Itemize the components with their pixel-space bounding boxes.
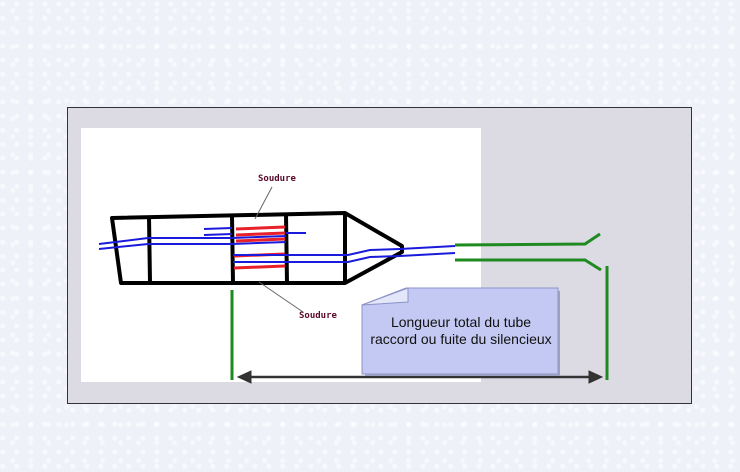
weld-label-top: Soudure bbox=[258, 174, 296, 184]
muffler-outline bbox=[110, 211, 404, 285]
pipes bbox=[98, 227, 456, 263]
measurement-lines bbox=[230, 232, 609, 380]
tube-upper bbox=[454, 232, 601, 247]
weld-label-bottom: Soudure bbox=[299, 311, 337, 321]
muffler-divider-1 bbox=[147, 216, 152, 284]
note-text: Longueur total du tube raccord ou fuite … bbox=[370, 314, 552, 347]
muffler-divider-3 bbox=[284, 214, 289, 284]
pointer-bottom bbox=[258, 281, 304, 313]
muffler-divider-2 bbox=[230, 215, 235, 284]
tube-lower bbox=[455, 258, 602, 272]
callout-note bbox=[361, 287, 560, 376]
label-pointers bbox=[254, 186, 304, 313]
pointer-top bbox=[254, 186, 273, 220]
muffler-body bbox=[110, 211, 404, 285]
length-arrow bbox=[236, 370, 604, 384]
